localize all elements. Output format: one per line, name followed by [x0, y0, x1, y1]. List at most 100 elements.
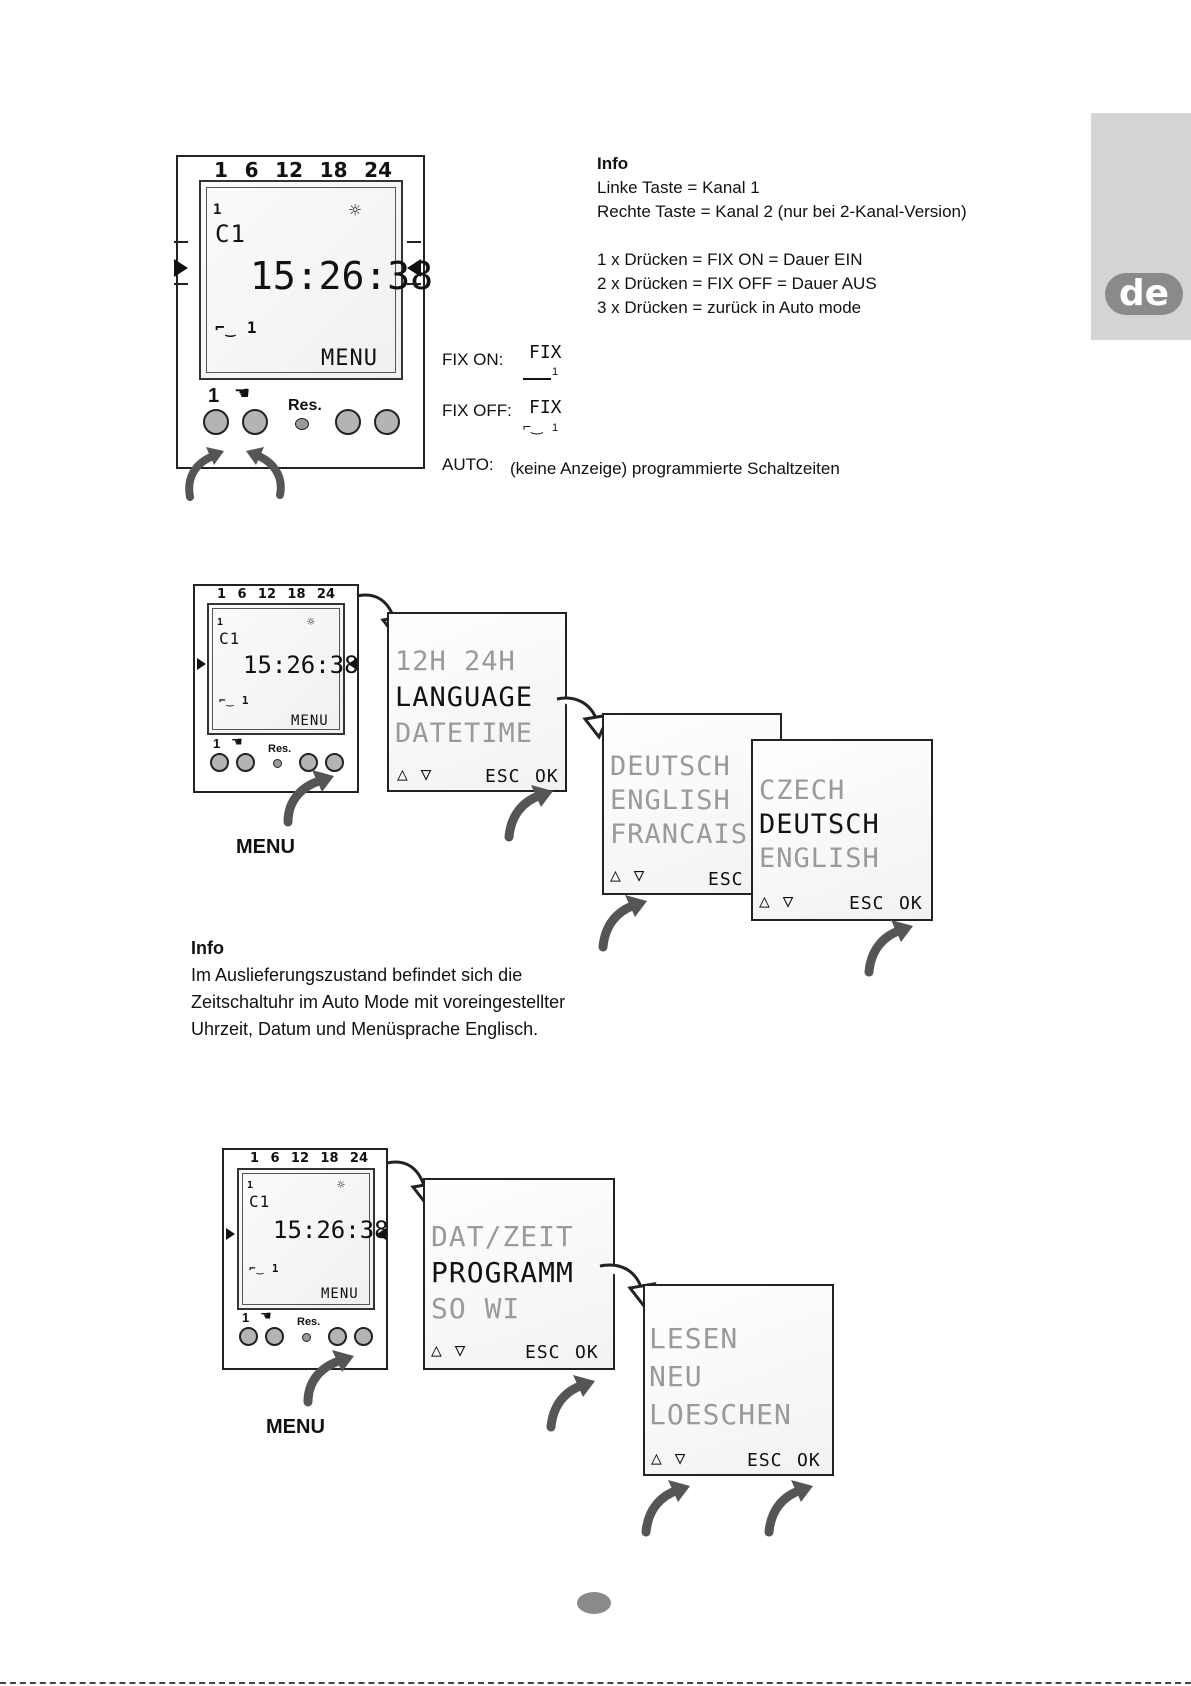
menu-label: MENU — [321, 1286, 359, 1302]
timer-device-large: 1 6 12 18 24 1 ☼ C1 15:26:38 ⌐‿ 1 MENU 1… — [174, 155, 433, 469]
channel-1-button[interactable] — [210, 753, 229, 772]
switch-channel: 1 — [241, 694, 250, 707]
info-line: Zeitschaltuhr im Auto Mode mit voreinges… — [191, 992, 566, 1012]
nav-up-down-icon[interactable]: △ ▽ — [651, 1448, 687, 1469]
reset-button[interactable] — [273, 759, 282, 768]
language-item[interactable]: DEUTSCH — [610, 751, 731, 782]
switch-symbol-icon: ⌐‿ — [215, 318, 247, 337]
channel-1-button[interactable] — [239, 1327, 258, 1346]
language-item[interactable]: ENGLISH — [759, 843, 880, 874]
ok-button[interactable] — [374, 409, 400, 435]
ok-key[interactable]: OK — [797, 1450, 821, 1471]
reset-label: Res. — [288, 397, 322, 414]
timer-device-small: 1 6 12 18 24 1 ☼ C1 15:26:38 ⌐‿ 1 MENU 1… — [222, 1148, 389, 1370]
ok-key[interactable]: OK — [899, 893, 923, 914]
channel-1-button[interactable] — [203, 409, 229, 435]
sun-icon: ☼ — [337, 1178, 346, 1193]
program-indicator: C1 — [249, 1192, 271, 1211]
menu-caption: MENU — [236, 836, 295, 858]
menu-button[interactable] — [299, 753, 318, 772]
nav-up-down-icon[interactable]: △ ▽ — [610, 865, 646, 886]
manual-channel-label: 1 — [213, 736, 221, 751]
program-indicator: C1 — [215, 220, 246, 248]
reset-button[interactable] — [302, 1333, 311, 1342]
program-item-read[interactable]: LESEN — [649, 1322, 739, 1355]
press-ok-arrow-icon — [504, 785, 553, 842]
page-indicator — [577, 1592, 611, 1614]
hand-icon: ☚ — [260, 1308, 272, 1323]
press-ok-arrow-icon — [546, 1375, 595, 1432]
scale-tick: 6 — [237, 587, 247, 602]
ok-button[interactable] — [354, 1327, 373, 1346]
language-code-badge: de — [1105, 273, 1183, 315]
right-marker-icon — [377, 1228, 386, 1240]
lcd-inner-frame — [242, 1173, 370, 1305]
scale-tick: 18 — [319, 158, 348, 182]
language-item[interactable]: CZECH — [759, 775, 846, 806]
lcd-inner-frame — [206, 187, 396, 373]
auto-description: (keine Anzeige) programmierte Schaltzeit… — [510, 459, 840, 478]
info-line: Im Auslieferungszustand befindet sich di… — [191, 965, 523, 985]
program-indicator: C1 — [219, 629, 241, 648]
channel-2-button[interactable] — [236, 753, 255, 772]
menu-item-datetime[interactable]: DATETIME — [395, 718, 534, 749]
menu-button[interactable] — [335, 409, 361, 435]
channel-2-button[interactable] — [265, 1327, 284, 1346]
ok-key[interactable]: OK — [535, 766, 559, 787]
press-arrows-icon — [185, 447, 285, 501]
switch-channel: 1 — [246, 318, 258, 337]
language-tab: de — [1091, 113, 1191, 340]
right-marker-line — [407, 283, 421, 285]
press-nav-arrow-icon — [598, 895, 647, 952]
clock-time: 15:26:38 — [243, 651, 359, 679]
language-item[interactable]: ENGLISH — [610, 785, 731, 816]
esc-key[interactable]: ESC — [708, 869, 744, 890]
hand-icon: ☚ — [231, 734, 243, 749]
menu-item-summer-winter[interactable]: SO WI — [431, 1292, 521, 1325]
press-ok-arrow-icon — [864, 920, 913, 977]
channel-indicator: 1 — [247, 1180, 255, 1191]
reset-button[interactable] — [295, 418, 309, 430]
program-item-delete[interactable]: LOESCHEN — [649, 1398, 792, 1431]
info-line: 3 x Drücken = zurück in Auto mode — [597, 298, 862, 317]
program-item-new[interactable]: NEU — [649, 1360, 703, 1393]
scale-tick: 6 — [244, 158, 259, 182]
scale-tick: 18 — [287, 587, 306, 602]
flow-arrow-icon — [599, 1263, 657, 1309]
switch-symbol-icon: ⌐‿ — [219, 694, 242, 707]
page-bottom-border — [0, 1682, 1191, 1686]
scale-tick: 1 — [214, 158, 228, 182]
program-submenu-screen: LESEN NEU LOESCHEN △ ▽ ESC OK — [643, 1284, 834, 1476]
info-line: 1 x Drücken = FIX ON = Dauer EIN — [597, 250, 863, 269]
left-marker-line — [174, 241, 188, 243]
right-marker-icon — [348, 658, 357, 670]
language-item[interactable]: FRANCAIS — [610, 819, 749, 850]
info-block-2: Info Im Auslieferungszustand befindet si… — [191, 935, 565, 1043]
press-nav-arrow-icon — [641, 1480, 690, 1537]
menu-button[interactable] — [328, 1327, 347, 1346]
hour-scale: 1 6 12 18 24 — [250, 1151, 368, 1166]
clock-time: 15:26:38 — [273, 1216, 389, 1244]
switch-state: ⌐‿ 1 — [249, 1262, 280, 1275]
esc-key[interactable]: ESC — [747, 1450, 783, 1471]
language-item-selected[interactable]: DEUTSCH — [759, 809, 880, 840]
menu-item-program-selected[interactable]: PROGRAMM — [431, 1256, 574, 1289]
nav-up-down-icon[interactable]: △ ▽ — [431, 1340, 467, 1361]
ok-button[interactable] — [325, 753, 344, 772]
menu-item-12h24h[interactable]: 12H 24H — [395, 646, 516, 677]
ok-key[interactable]: OK — [575, 1342, 599, 1363]
manual-channel-label: 1 — [242, 1310, 250, 1325]
channel-2-button[interactable] — [242, 409, 268, 435]
esc-key[interactable]: ESC — [485, 766, 521, 787]
menu-item-datetime[interactable]: DAT/ZEIT — [431, 1220, 574, 1253]
reset-label: Res. — [297, 1316, 321, 1328]
lcd-display: 1 ☼ C1 15:26:38 ⌐‿ 1 MENU — [199, 180, 433, 380]
switch-state: ⌐‿ 1 — [215, 318, 258, 337]
nav-up-down-icon[interactable]: △ ▽ — [759, 891, 795, 912]
esc-key[interactable]: ESC — [849, 893, 885, 914]
lcd-inner-frame — [212, 608, 340, 730]
menu-item-language-selected[interactable]: LANGUAGE — [395, 682, 534, 713]
nav-up-down-icon[interactable]: △ ▽ — [397, 764, 433, 785]
scale-tick: 12 — [275, 158, 303, 182]
esc-key[interactable]: ESC — [525, 1342, 561, 1363]
